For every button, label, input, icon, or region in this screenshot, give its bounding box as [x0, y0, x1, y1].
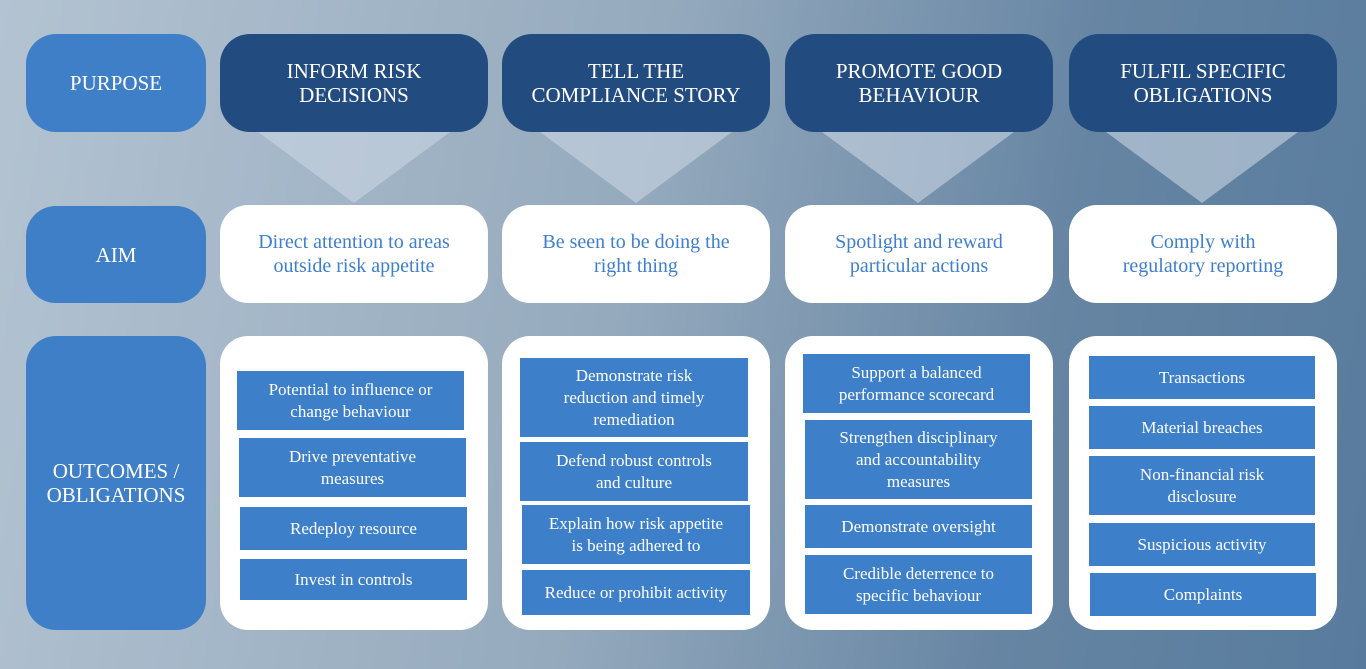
aim-box-3: Spotlight and reward particular actions — [785, 205, 1053, 303]
outcome-4-5: Complaints — [1090, 573, 1316, 616]
connector-triangle-1 — [258, 132, 450, 203]
outcome-2-2: Defend robust controls and culture — [520, 442, 748, 501]
purpose-box-3: PROMOTE GOOD BEHAVIOUR — [785, 34, 1053, 132]
aim-box-4: Comply with regulatory reporting — [1069, 205, 1337, 303]
aim-text-2: Be seen to be doing the right thing — [542, 231, 730, 277]
row-label-aim-text: AIM — [95, 242, 137, 267]
purpose-text-4: FULFIL SPECIFIC OBLIGATIONS — [1120, 59, 1286, 107]
outcome-2-4: Reduce or prohibit activity — [522, 570, 750, 615]
purpose-box-4: FULFIL SPECIFIC OBLIGATIONS — [1069, 34, 1337, 132]
connector-triangle-2 — [540, 132, 732, 203]
outcome-4-2: Material breaches — [1089, 406, 1315, 449]
outcome-2-3: Explain how risk appetite is being adher… — [522, 505, 750, 564]
purpose-text-2: TELL THE COMPLIANCE STORY — [531, 59, 741, 107]
aim-text-4: Comply with regulatory reporting — [1122, 231, 1284, 277]
outcome-3-2: Strengthen disciplinary and accountabili… — [805, 420, 1032, 499]
aim-text-3: Spotlight and reward particular actions — [835, 231, 1003, 277]
outcome-3-1: Support a balanced performance scorecard — [803, 354, 1030, 413]
aim-box-1: Direct attention to areas outside risk a… — [220, 205, 488, 303]
outcome-3-3: Demonstrate oversight — [805, 505, 1032, 548]
row-label-purpose: PURPOSE — [26, 34, 206, 132]
connector-triangle-4 — [1106, 132, 1298, 203]
aim-text-1: Direct attention to areas outside risk a… — [258, 231, 450, 277]
outcome-2-1: Demonstrate risk reduction and timely re… — [520, 358, 748, 437]
row-label-outcomes: OUTCOMES / OBLIGATIONS — [26, 336, 206, 630]
purpose-box-1: INFORM RISK DECISIONS — [220, 34, 488, 132]
outcome-4-1: Transactions — [1089, 356, 1315, 399]
purpose-text-1: INFORM RISK DECISIONS — [286, 59, 422, 107]
purpose-box-2: TELL THE COMPLIANCE STORY — [502, 34, 770, 132]
aim-box-2: Be seen to be doing the right thing — [502, 205, 770, 303]
outcome-1-1: Potential to influence or change behavio… — [237, 371, 464, 430]
row-label-outcomes-text: OUTCOMES / OBLIGATIONS — [46, 459, 186, 507]
row-label-aim: AIM — [26, 206, 206, 303]
outcome-1-3: Redeploy resource — [240, 507, 467, 550]
outcome-1-2: Drive preventative measures — [239, 438, 466, 497]
purpose-text-3: PROMOTE GOOD BEHAVIOUR — [835, 59, 1003, 107]
connector-triangle-3 — [822, 132, 1014, 203]
outcome-3-4: Credible deterrence to specific behaviou… — [805, 555, 1032, 614]
outcome-4-4: Suspicious activity — [1089, 523, 1315, 566]
outcome-4-3: Non-financial risk disclosure — [1089, 456, 1315, 515]
row-label-purpose-text: PURPOSE — [69, 71, 163, 95]
outcome-1-4: Invest in controls — [240, 559, 467, 600]
